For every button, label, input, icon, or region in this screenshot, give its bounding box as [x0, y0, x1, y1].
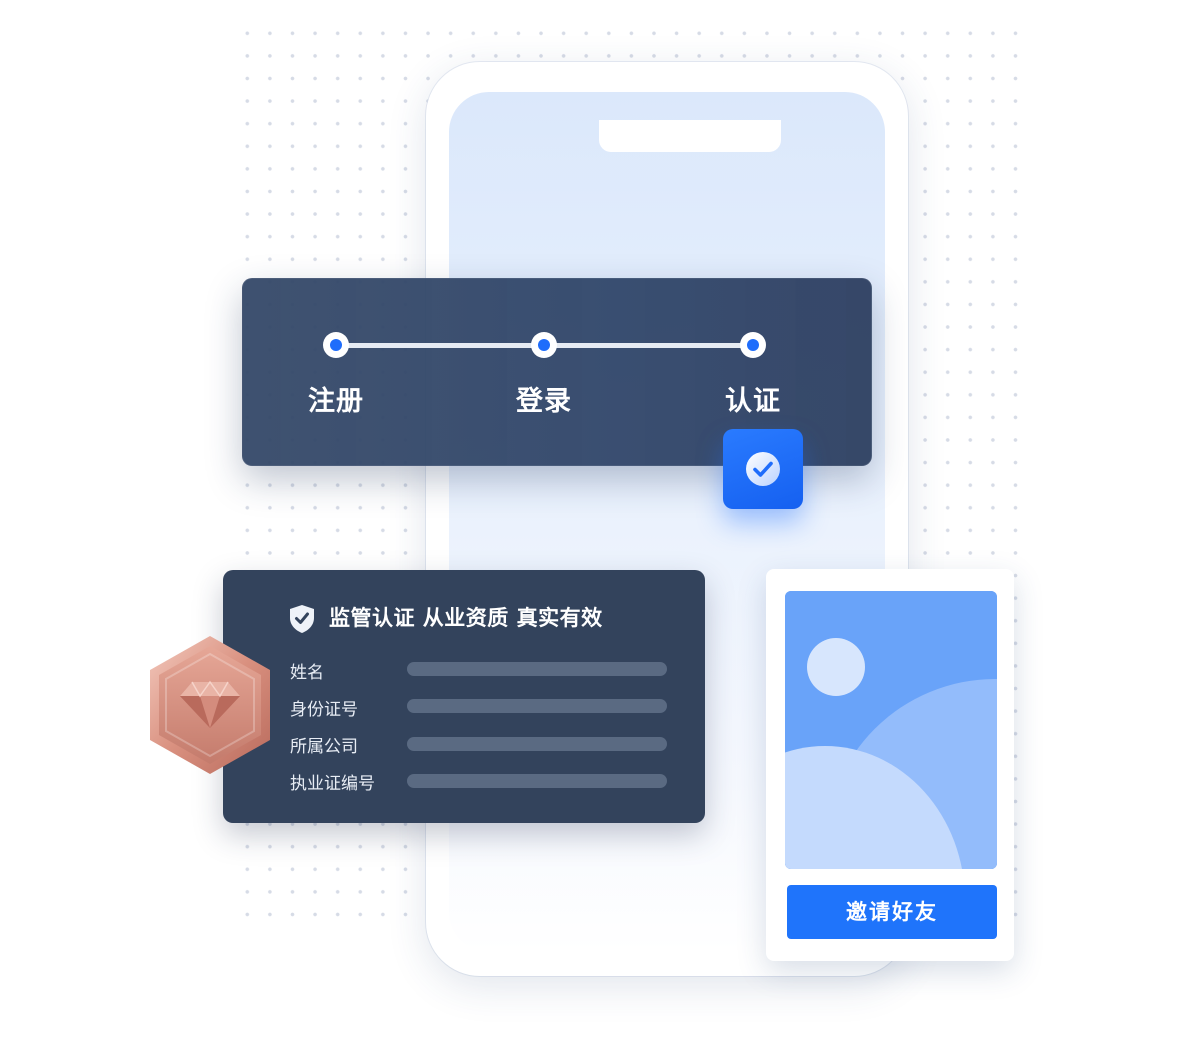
- step-label-login: 登录: [516, 386, 572, 417]
- field-label-license-number: 执业证编号: [290, 774, 375, 794]
- certification-title: 监管认证 从业资质 真实有效: [329, 606, 603, 630]
- invite-card: 邀请好友: [766, 569, 1014, 961]
- image-placeholder-icon: [785, 591, 997, 869]
- step-label-register: 注册: [308, 386, 364, 417]
- step-dot-register: [323, 332, 349, 358]
- diamond-hexagon-badge-icon: [150, 636, 270, 774]
- field-value-name: [407, 662, 667, 676]
- field-label-name: 姓名: [290, 663, 324, 683]
- field-label-company: 所属公司: [290, 737, 358, 757]
- certification-card: 监管认证 从业资质 真实有效 姓名 身份证号 所属公司 执业证编号: [223, 570, 705, 823]
- step-dot-verify: [740, 332, 766, 358]
- invite-friends-button[interactable]: 邀请好友: [787, 885, 997, 939]
- field-value-id-number: [407, 699, 667, 713]
- phone-notch: [599, 120, 781, 152]
- step-label-verify: 认证: [725, 386, 781, 417]
- field-label-id-number: 身份证号: [290, 700, 358, 720]
- image-placeholder-graphic: [785, 591, 997, 869]
- field-value-company: [407, 737, 667, 751]
- field-value-license-number: [407, 774, 667, 788]
- check-icon: [746, 452, 780, 486]
- shield-check-icon: [290, 605, 314, 633]
- step-dot-login: [531, 332, 557, 358]
- verified-check-badge: [723, 429, 803, 509]
